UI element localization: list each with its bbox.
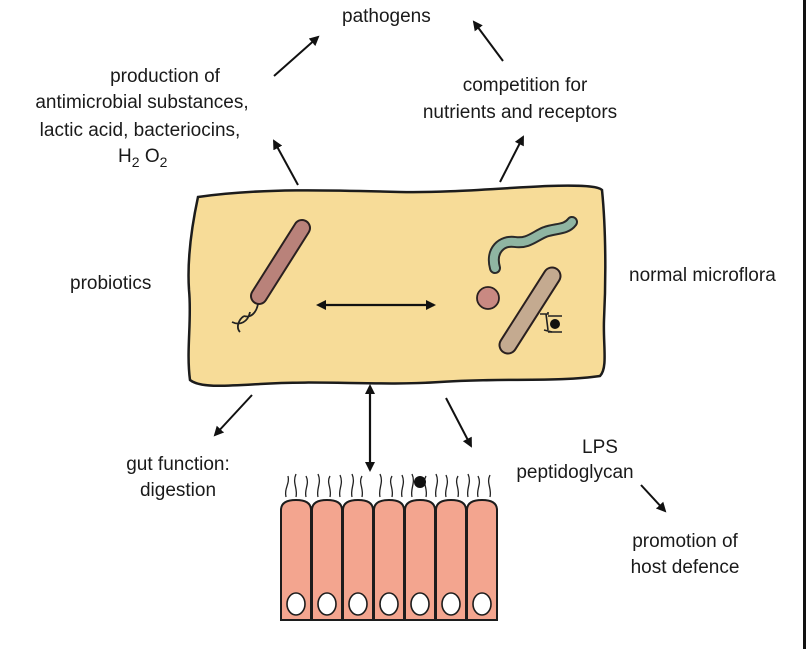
h2o2-sub2: 2 <box>159 153 168 170</box>
spiral-bacterium-icon <box>487 216 578 274</box>
label-gut-line1: gut function: <box>126 454 230 475</box>
label-lps-line1: LPS <box>582 437 618 458</box>
label-probiotics: probiotics <box>70 273 152 294</box>
label-normal-microflora: normal microflora <box>629 265 776 286</box>
h2o2-sub1: 2 <box>131 153 140 170</box>
h2o2-h: H <box>118 146 132 167</box>
label-promotion-line1: promotion of <box>632 531 738 552</box>
probiotic-bacterium-icon <box>231 219 311 333</box>
label-promotion-line2: host defence <box>630 557 740 578</box>
arrow-to-gut-function <box>213 394 253 437</box>
label-production-line2: antimicrobial substances, <box>35 92 249 113</box>
label-competition-line2: nutrients and receptors <box>422 102 618 123</box>
label-lps-line2: peptidoglycan <box>516 462 634 483</box>
arrow-to-competition <box>499 135 524 183</box>
coccus-bacterium-icon <box>476 286 500 310</box>
epithelial-layer-icon <box>280 473 498 621</box>
label-production-line3: lactic acid, bacteriocins, <box>39 120 241 141</box>
label-pathogens: pathogens <box>342 6 431 27</box>
label-competition-line1: competition for <box>462 75 588 96</box>
arrow-competition-to-pathogens <box>472 20 504 62</box>
arrow-to-lps <box>445 397 472 448</box>
arrow-to-production <box>273 139 299 186</box>
h2o2-o: O <box>144 146 160 167</box>
label-h2o2: H2 O2 <box>118 144 167 175</box>
label-gut-line2: digestion <box>139 480 217 501</box>
arrow-production-to-pathogens <box>273 35 320 77</box>
flora-rod-bacterium-icon <box>498 266 562 355</box>
label-production-line1: production of <box>110 66 220 87</box>
right-border <box>803 0 806 649</box>
arrow-to-promotion <box>640 484 667 513</box>
